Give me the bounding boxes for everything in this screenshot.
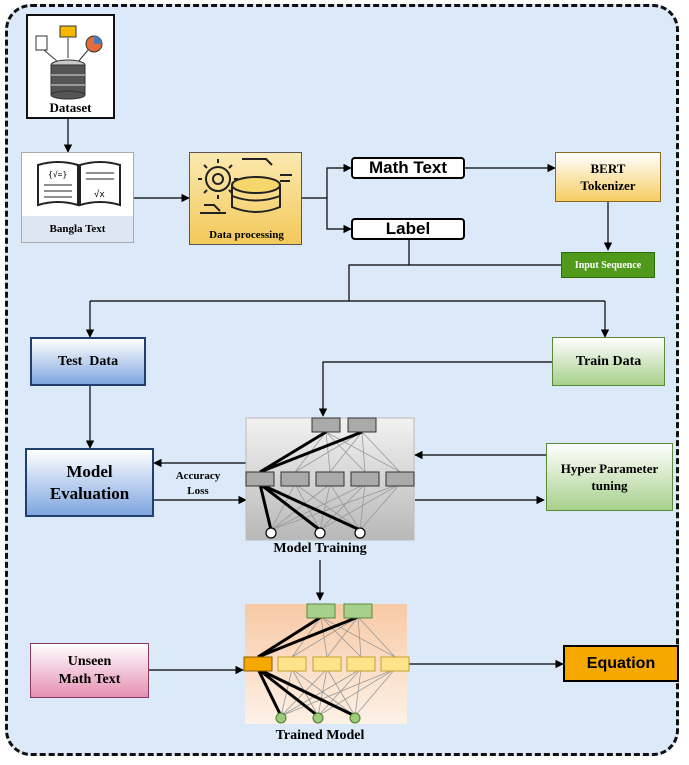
svg-text:√x: √x (94, 189, 105, 200)
dataset-node: Dataset (26, 14, 115, 119)
bert-tokenizer-line1: BERT (590, 161, 626, 176)
model-evaluation-line2: Evaluation (49, 483, 130, 503)
equation-node: Equation (563, 645, 679, 682)
model-evaluation-node: Model Evaluation (25, 448, 154, 517)
book-icon: {√=} √x (37, 161, 121, 207)
svg-text:{√=}: {√=} (48, 170, 67, 179)
test-data-node: Test Data (30, 337, 146, 386)
data-processing-node: Data processing (189, 152, 302, 245)
train-data-node: Train Data (552, 337, 665, 386)
model-evaluation-line1: Model (66, 461, 113, 481)
bert-tokenizer-line2: Tokenizer (580, 178, 636, 193)
input-sequence-node: Input Sequence (561, 252, 655, 278)
data-processing-label: Data processing (209, 229, 284, 241)
neural-network-icon (243, 603, 410, 724)
hyper-parameter-line1: Hyper Parameter (560, 461, 659, 476)
model-training-label: Model Training (273, 541, 367, 556)
trained-model-label: Trained Model (275, 728, 365, 743)
hyper-parameter-node: Hyper Parameter tuning (546, 443, 673, 511)
neural-network-icon (245, 417, 415, 541)
accuracy-label: Accuracy (175, 470, 221, 482)
label-node: Label (351, 218, 465, 240)
math-text-node: Math Text (351, 157, 465, 179)
database-icon (35, 25, 103, 100)
bert-tokenizer-node: BERT Tokenizer (555, 152, 661, 202)
unseen-line2: Math Text (58, 671, 121, 687)
hyper-parameter-line2: tuning (591, 478, 628, 493)
unseen-math-text-node: Unseen Math Text (30, 643, 149, 698)
gear-icon (198, 158, 292, 214)
dataset-label: Dataset (49, 100, 92, 115)
bangla-text-label: Bangla Text (49, 223, 106, 235)
bangla-text-node: {√=} √x Bangla Text (21, 152, 134, 243)
loss-label: Loss (187, 485, 209, 497)
unseen-line1: Unseen (67, 653, 112, 669)
bangla-text-label-strip (22, 216, 133, 242)
